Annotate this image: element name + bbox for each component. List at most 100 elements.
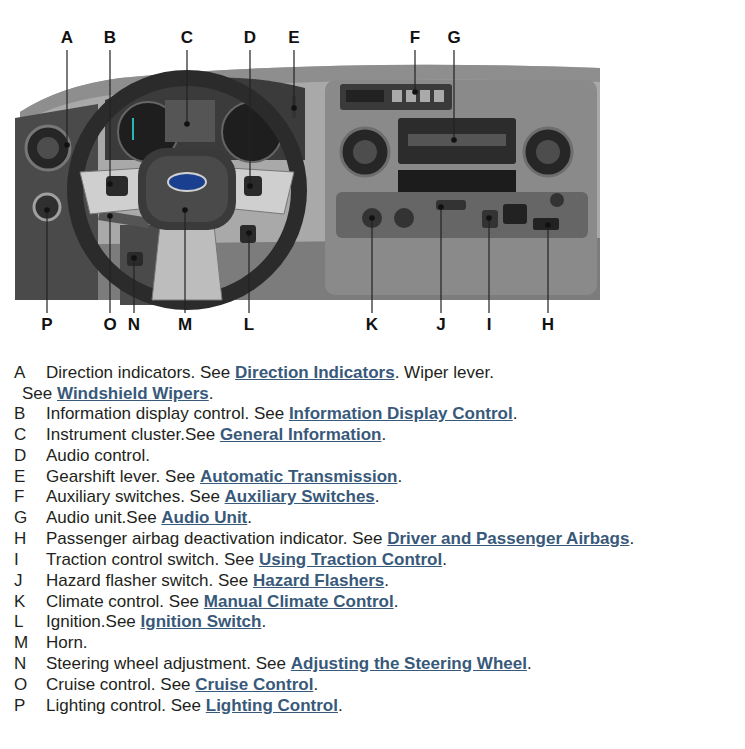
cluster-display <box>165 100 215 142</box>
item-text: . <box>375 487 380 506</box>
item-letter: N <box>14 653 26 674</box>
item-letter: D <box>14 445 26 466</box>
leader-dot <box>107 213 113 219</box>
item-line: Auxiliary switches. SeeAuxiliary Switche… <box>46 486 380 507</box>
audio-control-buttons <box>244 176 262 196</box>
item-line: SeeWindshield Wipers. <box>22 383 214 404</box>
item-line: Passenger airbag deactivation indicator.… <box>46 528 634 549</box>
cross-reference-link: Ignition Switch <box>141 612 262 631</box>
cross-reference-link: Windshield Wipers <box>57 384 209 403</box>
leader-dots <box>44 89 551 261</box>
switch <box>420 90 430 102</box>
callout-letter: J <box>436 315 445 335</box>
item-line: Instrument cluster.SeeGeneral Informatio… <box>46 424 386 445</box>
wheel-spoke <box>152 225 222 300</box>
item-line: Hazard flasher switch. See Hazard Flasher… <box>46 570 389 591</box>
air-vent-center <box>37 137 59 159</box>
ignition <box>240 225 256 243</box>
item-text: . <box>527 654 532 673</box>
leader-line <box>440 207 441 313</box>
callout-letter: G <box>447 28 460 48</box>
item-text: Gearshift lever. See <box>46 467 195 486</box>
item-text: . <box>384 571 389 590</box>
item-text: . <box>261 612 266 631</box>
leader-line <box>133 258 134 313</box>
leader-line <box>186 50 187 124</box>
item-text: . Wiper lever. <box>395 363 494 382</box>
cross-reference-link: General Information <box>220 425 382 444</box>
callout-letter: N <box>128 315 140 335</box>
item-line: Cruise control. SeeCruise Control. <box>46 674 318 695</box>
leader-line <box>453 50 454 140</box>
callout-letter: L <box>244 315 254 335</box>
item-letter: C <box>14 424 26 445</box>
item-letter: L <box>14 611 23 632</box>
callout-letter: M <box>178 315 192 335</box>
leader-line <box>249 50 250 186</box>
cross-reference-link: Hazard Flashers <box>253 571 384 590</box>
leader-dot <box>451 137 457 143</box>
item-text: Passenger airbag deactivation indicator.… <box>46 529 382 548</box>
leader-dot <box>412 89 418 95</box>
leader-line <box>46 210 47 313</box>
item-text: . <box>629 529 634 548</box>
item-text: . <box>313 675 318 694</box>
leader-dot <box>131 255 137 261</box>
leader-dot <box>247 183 253 189</box>
cross-reference-link: Adjusting the Steering Wheel <box>291 654 527 673</box>
callout-letter: H <box>542 315 554 335</box>
horn-pad <box>138 148 236 230</box>
climate-panel <box>336 192 588 238</box>
leader-line <box>293 50 294 108</box>
item-line: Horn. <box>46 632 88 653</box>
airbag-indicator <box>533 218 559 230</box>
air-vent <box>341 128 389 176</box>
ford-logo <box>168 173 206 191</box>
callout-letter: D <box>244 28 256 48</box>
switch <box>434 90 444 102</box>
leader-dot <box>246 230 252 236</box>
switch <box>392 90 402 102</box>
cross-reference-link: Cruise Control <box>195 675 313 694</box>
leader-line <box>488 218 489 313</box>
item-letter: M <box>14 632 28 653</box>
leader-dot <box>184 121 190 127</box>
leader-dot <box>64 142 70 148</box>
leader-dot <box>107 181 113 187</box>
item-letter: K <box>14 591 25 612</box>
display-control-buttons <box>106 176 128 196</box>
air-vent <box>26 126 70 170</box>
item-line: Ignition.See Ignition Switch. <box>46 611 266 632</box>
item-text: Hazard flasher switch. See <box>46 571 248 590</box>
callout-letter: P <box>41 315 52 335</box>
callout-letter: K <box>366 315 378 335</box>
button <box>550 193 564 207</box>
leader-dot <box>369 215 375 221</box>
switch <box>346 90 384 102</box>
cross-reference-link: Information Display Control <box>289 404 513 423</box>
item-line: Direction indicators. SeeDirection Indic… <box>46 362 494 383</box>
item-letter: O <box>14 674 27 695</box>
leader-dot <box>182 207 188 213</box>
item-text: Information display control. See <box>46 404 284 423</box>
item-line: Information display control. See Informat… <box>46 403 517 424</box>
auxiliary-switch-panel <box>340 84 452 110</box>
traction-switch <box>482 210 498 228</box>
callout-letter: O <box>103 315 116 335</box>
leader-line <box>371 218 372 313</box>
item-line: Traction control switch. SeeUsing Tracti… <box>46 549 447 570</box>
switch <box>503 204 527 224</box>
leader-dot <box>486 215 492 221</box>
leader-dot <box>438 204 444 210</box>
item-text: Climate control. See <box>46 592 199 611</box>
leader-line <box>547 225 548 313</box>
leader-line <box>109 50 110 184</box>
item-text: Ignition.See <box>46 612 136 631</box>
item-text: . <box>394 592 399 611</box>
item-line: Climate control. SeeManual Climate Contr… <box>46 591 398 612</box>
item-text: Horn. <box>46 633 88 652</box>
item-text: . <box>381 425 386 444</box>
callout-letter: C <box>181 28 193 48</box>
callout-letter: E <box>288 28 299 48</box>
